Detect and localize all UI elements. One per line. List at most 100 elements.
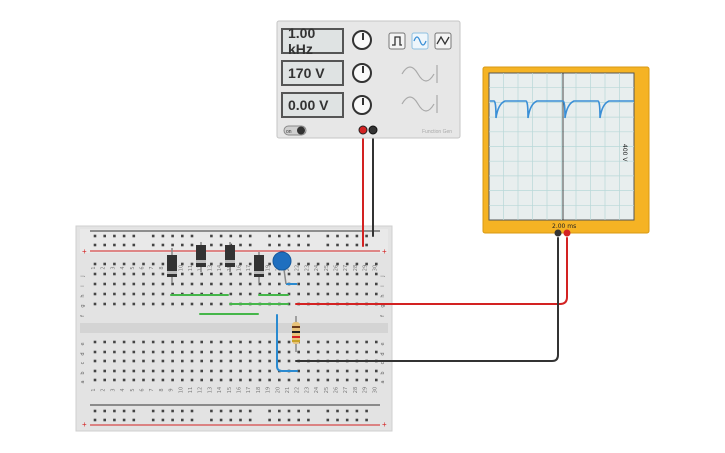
- breadboard-hole[interactable]: [161, 418, 165, 422]
- breadboard-hole[interactable]: [171, 234, 174, 238]
- breadboard-hole[interactable]: [248, 340, 252, 344]
- breadboard-hole[interactable]: [210, 418, 213, 422]
- breadboard-hole[interactable]: [365, 378, 368, 382]
- osc-positive-terminal[interactable]: [563, 229, 571, 237]
- breadboard-hole[interactable]: [307, 340, 310, 344]
- breadboard-hole[interactable]: [278, 234, 281, 238]
- breadboard-hole[interactable]: [297, 418, 300, 422]
- breadboard-hole[interactable]: [219, 243, 223, 247]
- breadboard-hole[interactable]: [345, 378, 349, 382]
- breadboard-hole[interactable]: [365, 243, 368, 247]
- breadboard-hole[interactable]: [113, 378, 116, 382]
- breadboard-hole[interactable]: [326, 369, 330, 373]
- breadboard-hole[interactable]: [355, 340, 359, 344]
- breadboard-hole[interactable]: [248, 409, 252, 413]
- breadboard-hole[interactable]: [248, 282, 252, 286]
- breadboard-hole[interactable]: [345, 272, 349, 276]
- breadboard-hole[interactable]: [278, 243, 281, 247]
- breadboard-hole[interactable]: [326, 282, 330, 286]
- breadboard-hole[interactable]: [200, 378, 203, 382]
- breadboard-hole[interactable]: [375, 262, 378, 266]
- breadboard-hole[interactable]: [190, 262, 194, 266]
- breadboard-hole[interactable]: [229, 282, 233, 286]
- breadboard-hole[interactable]: [307, 378, 310, 382]
- breadboard-hole[interactable]: [248, 234, 252, 238]
- resistor[interactable]: [292, 316, 300, 352]
- breadboard-hole[interactable]: [336, 234, 339, 238]
- breadboard-hole[interactable]: [142, 369, 145, 373]
- breadboard-hole[interactable]: [365, 282, 368, 286]
- breadboard-hole[interactable]: [132, 409, 136, 413]
- oscilloscope[interactable]: [482, 66, 650, 237]
- breadboard-hole[interactable]: [171, 409, 174, 413]
- breadboard-hole[interactable]: [171, 302, 174, 306]
- breadboard-hole[interactable]: [171, 340, 174, 344]
- breadboard-hole[interactable]: [142, 359, 145, 363]
- breadboard-hole[interactable]: [219, 409, 223, 413]
- breadboard-hole[interactable]: [122, 378, 126, 382]
- breadboard-hole[interactable]: [248, 418, 252, 422]
- breadboard-hole[interactable]: [93, 359, 97, 363]
- breadboard-hole[interactable]: [316, 282, 320, 286]
- breadboard-hole[interactable]: [93, 262, 97, 266]
- breadboard-hole[interactable]: [248, 292, 252, 296]
- breadboard-hole[interactable]: [355, 418, 359, 422]
- breadboard-hole[interactable]: [190, 359, 194, 363]
- breadboard-hole[interactable]: [122, 369, 126, 373]
- breadboard-hole[interactable]: [219, 282, 223, 286]
- breadboard-hole[interactable]: [171, 369, 174, 373]
- breadboard-hole[interactable]: [132, 282, 136, 286]
- breadboard-hole[interactable]: [122, 262, 126, 266]
- breadboard-hole[interactable]: [210, 369, 213, 373]
- breadboard-hole[interactable]: [268, 378, 271, 382]
- breadboard-hole[interactable]: [375, 350, 378, 354]
- breadboard-hole[interactable]: [375, 369, 378, 373]
- breadboard-hole[interactable]: [365, 340, 368, 344]
- breadboard-hole[interactable]: [278, 350, 281, 354]
- breadboard-hole[interactable]: [200, 282, 203, 286]
- breadboard-hole[interactable]: [93, 302, 97, 306]
- breadboard-hole[interactable]: [93, 409, 97, 413]
- breadboard-hole[interactable]: [248, 272, 252, 276]
- breadboard-hole[interactable]: [268, 243, 271, 247]
- breadboard-hole[interactable]: [355, 409, 359, 413]
- breadboard-hole[interactable]: [190, 369, 194, 373]
- breadboard-hole[interactable]: [336, 350, 339, 354]
- breadboard-hole[interactable]: [181, 409, 184, 413]
- breadboard-hole[interactable]: [336, 409, 339, 413]
- breadboard-hole[interactable]: [345, 243, 349, 247]
- breadboard-hole[interactable]: [326, 243, 330, 247]
- breadboard-hole[interactable]: [122, 418, 126, 422]
- breadboard-hole[interactable]: [278, 418, 281, 422]
- breadboard-hole[interactable]: [375, 378, 378, 382]
- breadboard-hole[interactable]: [258, 340, 262, 344]
- breadboard-hole[interactable]: [258, 359, 262, 363]
- breadboard-hole[interactable]: [336, 262, 339, 266]
- breadboard-hole[interactable]: [229, 272, 233, 276]
- breadboard-hole[interactable]: [316, 272, 320, 276]
- breadboard-hole[interactable]: [307, 234, 310, 238]
- breadboard-hole[interactable]: [161, 359, 165, 363]
- breadboard-hole[interactable]: [219, 369, 223, 373]
- breadboard-hole[interactable]: [239, 292, 242, 296]
- breadboard-hole[interactable]: [375, 292, 378, 296]
- breadboard-hole[interactable]: [161, 369, 165, 373]
- breadboard-hole[interactable]: [355, 243, 359, 247]
- breadboard-hole[interactable]: [355, 272, 359, 276]
- blue-wire[interactable]: [276, 314, 298, 372]
- frequency-knob[interactable]: [352, 30, 372, 50]
- breadboard-hole[interactable]: [151, 234, 155, 238]
- breadboard-hole[interactable]: [151, 272, 155, 276]
- breadboard-hole[interactable]: [181, 418, 184, 422]
- breadboard-hole[interactable]: [287, 243, 291, 247]
- breadboard-hole[interactable]: [297, 243, 300, 247]
- breadboard-hole[interactable]: [190, 340, 194, 344]
- breadboard-hole[interactable]: [93, 378, 97, 382]
- breadboard-hole[interactable]: [142, 262, 145, 266]
- breadboard-hole[interactable]: [93, 292, 97, 296]
- breadboard-hole[interactable]: [181, 340, 184, 344]
- breadboard-hole[interactable]: [278, 409, 281, 413]
- breadboard-hole[interactable]: [278, 340, 281, 344]
- breadboard-hole[interactable]: [239, 234, 242, 238]
- breadboard-hole[interactable]: [190, 243, 194, 247]
